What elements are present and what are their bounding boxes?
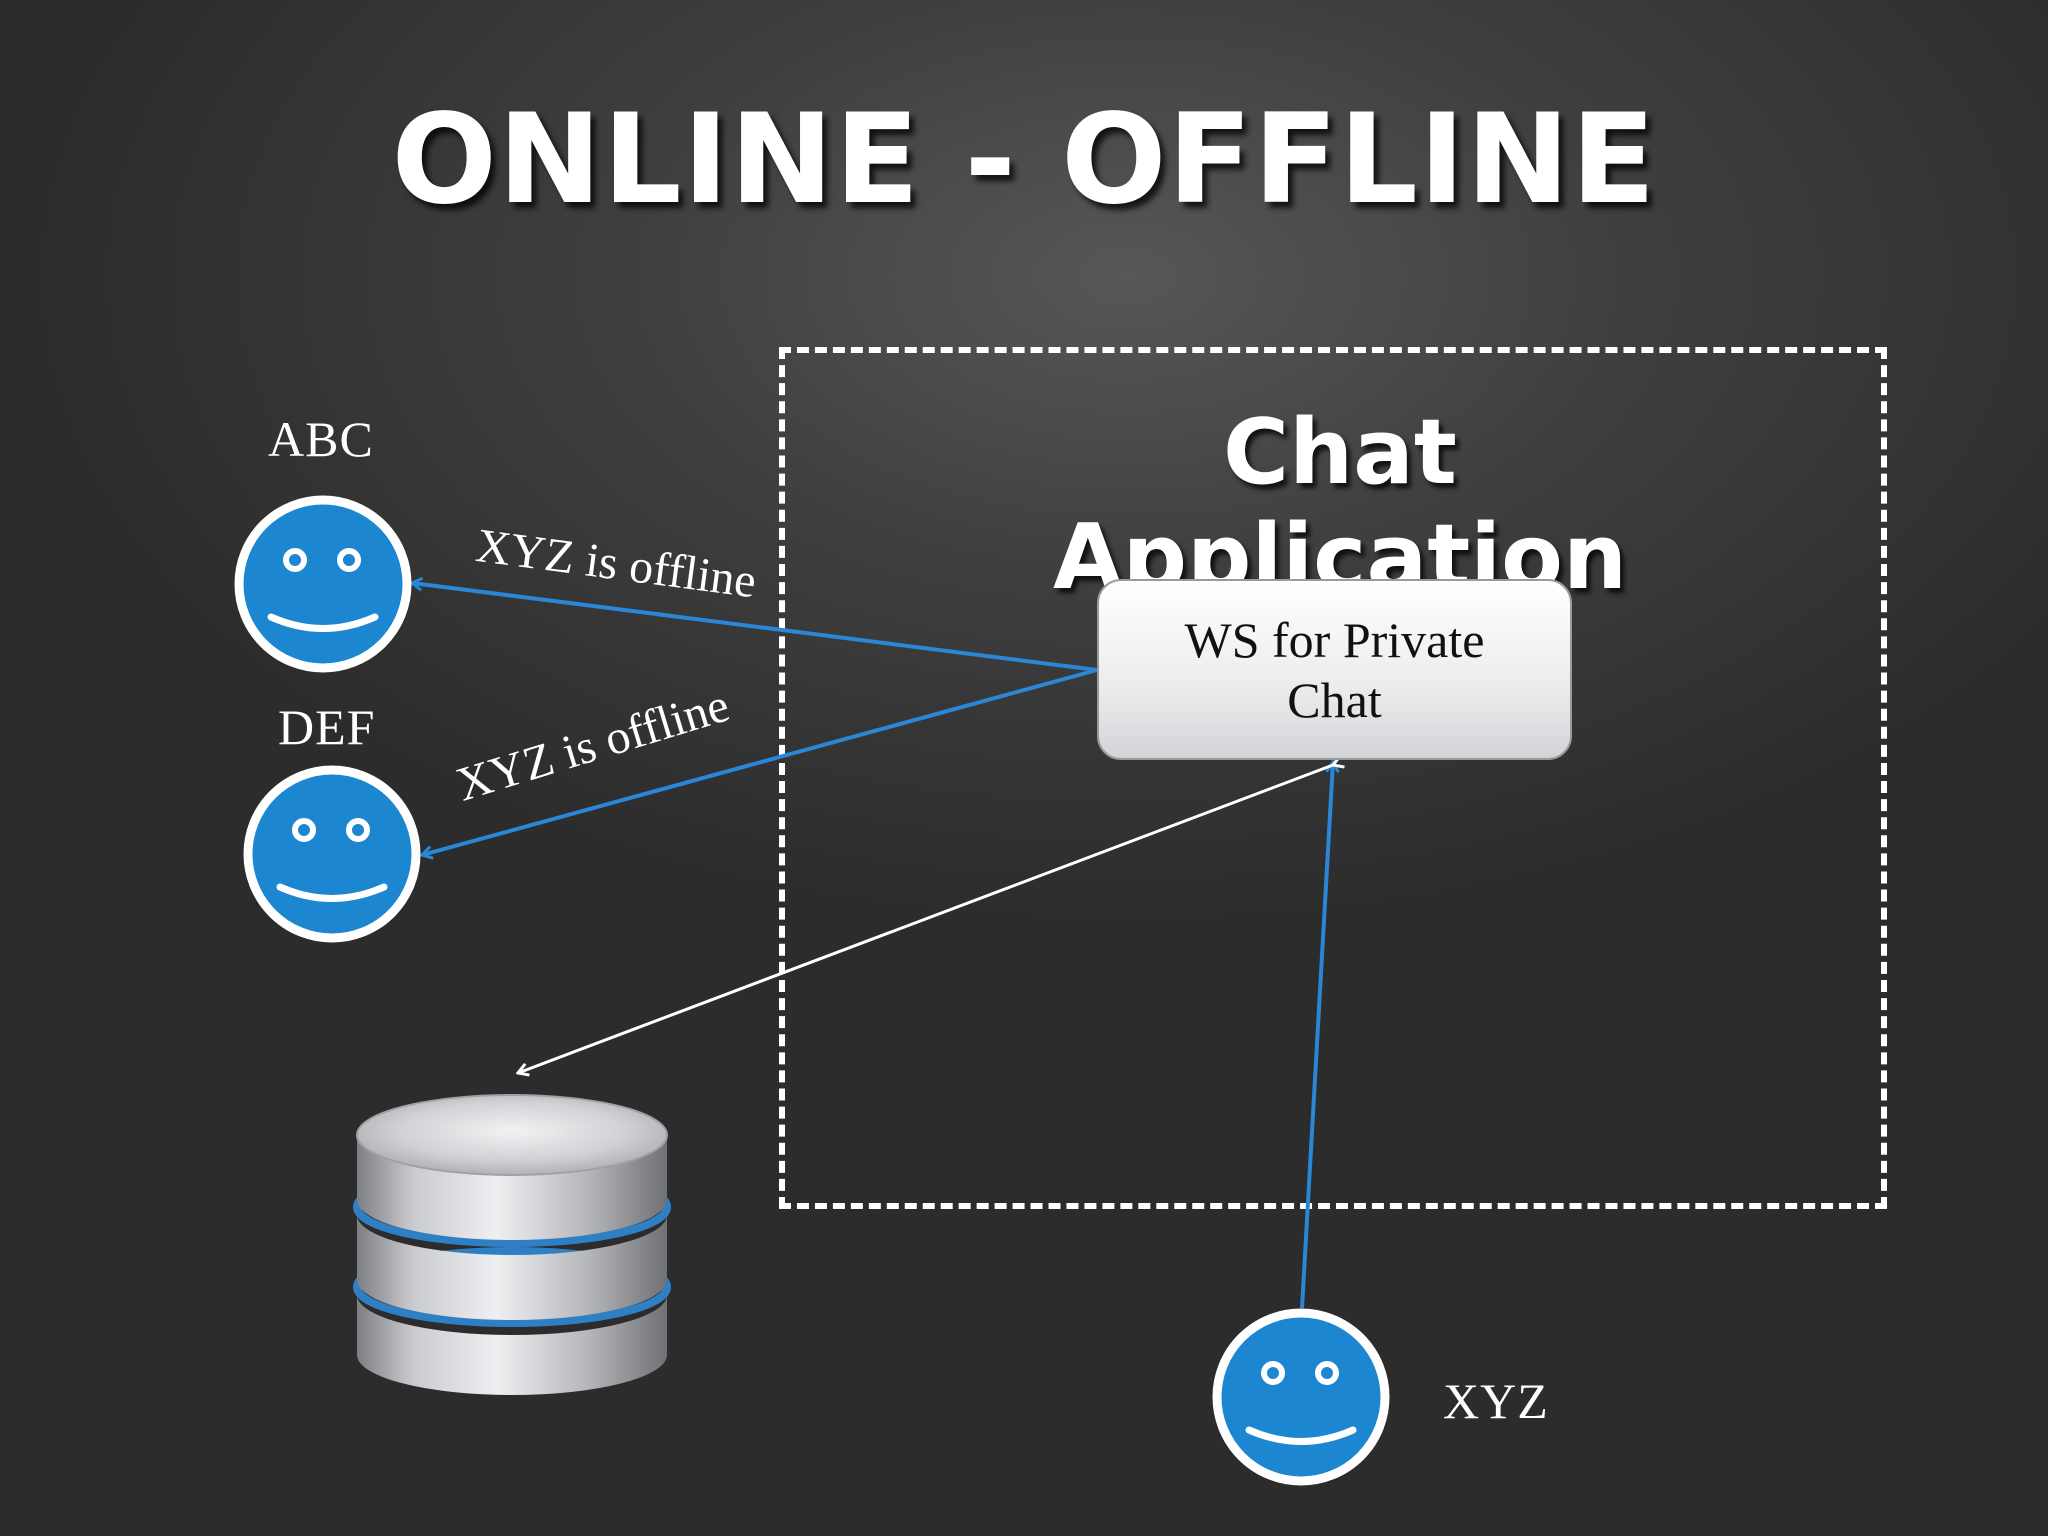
arrow-xyz-to-server bbox=[1300, 762, 1333, 1309]
user-xyz-label: XYZ bbox=[1443, 1373, 1549, 1429]
user-def-smiley-face-icon bbox=[243, 765, 421, 943]
arrow-server-to-abc bbox=[412, 583, 1098, 672]
arrow-server-to-database bbox=[518, 765, 1333, 1073]
ws-private-chat-server: WS for Private Chat bbox=[1097, 579, 1572, 760]
user-def-label: DEF bbox=[278, 699, 376, 755]
ws-private-chat-label: WS for Private Chat bbox=[1184, 611, 1485, 728]
database-icon bbox=[353, 1094, 671, 1395]
slide-title: ONLINE - OFFLINE bbox=[391, 88, 1657, 232]
user-xyz-smiley-face-icon bbox=[1212, 1308, 1390, 1486]
user-abc-label: ABC bbox=[268, 411, 374, 467]
user-abc-smiley-face-icon bbox=[234, 495, 412, 673]
